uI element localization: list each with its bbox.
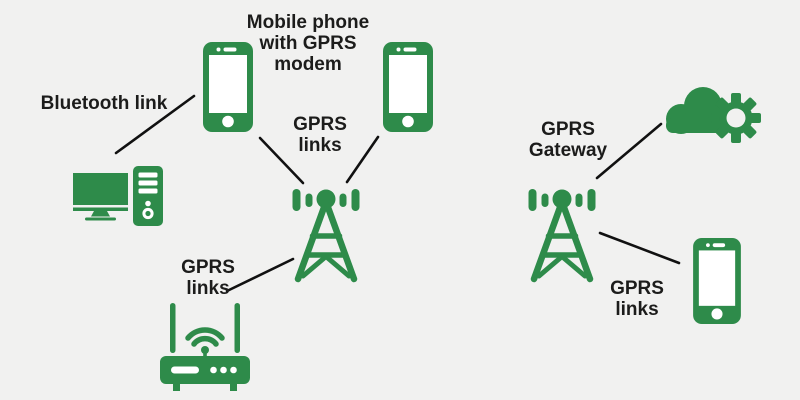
gprs-links-top-label: GPRS links [293,114,347,156]
bluetooth-link-label: Bluetooth link [40,93,168,114]
cell-tower-right-node [527,186,597,288]
mobile-phone-right-node [693,238,741,329]
gear-icon [711,93,761,143]
mobile-phone-top-right-node [383,42,433,137]
wifi-router-node [160,300,250,397]
cell-tower-icon [292,189,360,283]
tower-to-phone-link-line [598,231,681,265]
gprs-gateway-cloud-node [660,78,762,153]
gprs-links-left-label: GPRS links [181,257,235,299]
desktop-computer-icon [73,166,163,226]
phone2-to-tower-link-line [345,135,380,184]
mobile-phone-icon [203,42,253,132]
mobile-phone-top-left-node [203,42,253,137]
phone1-to-tower-link-line [258,136,305,185]
bluetooth-link-line [114,94,196,155]
wifi-router-icon [160,303,250,391]
cloud-gear-icon [666,87,761,143]
gprs-links-right-label: GPRS links [610,278,664,320]
desktop-computer-node [73,166,165,233]
router-to-tower-link-line [225,257,295,293]
cell-tower-left-node [291,186,361,288]
cell-tower-icon [528,189,596,283]
tower-to-cloud-link-line [595,122,663,180]
gprs-gateway-label: GPRS Gateway [528,119,608,161]
mobile-phone-icon [693,238,741,324]
mobile-phone-icon [383,42,433,132]
mobile-phone-modem-label: Mobile phone with GPRS modem [246,12,370,75]
